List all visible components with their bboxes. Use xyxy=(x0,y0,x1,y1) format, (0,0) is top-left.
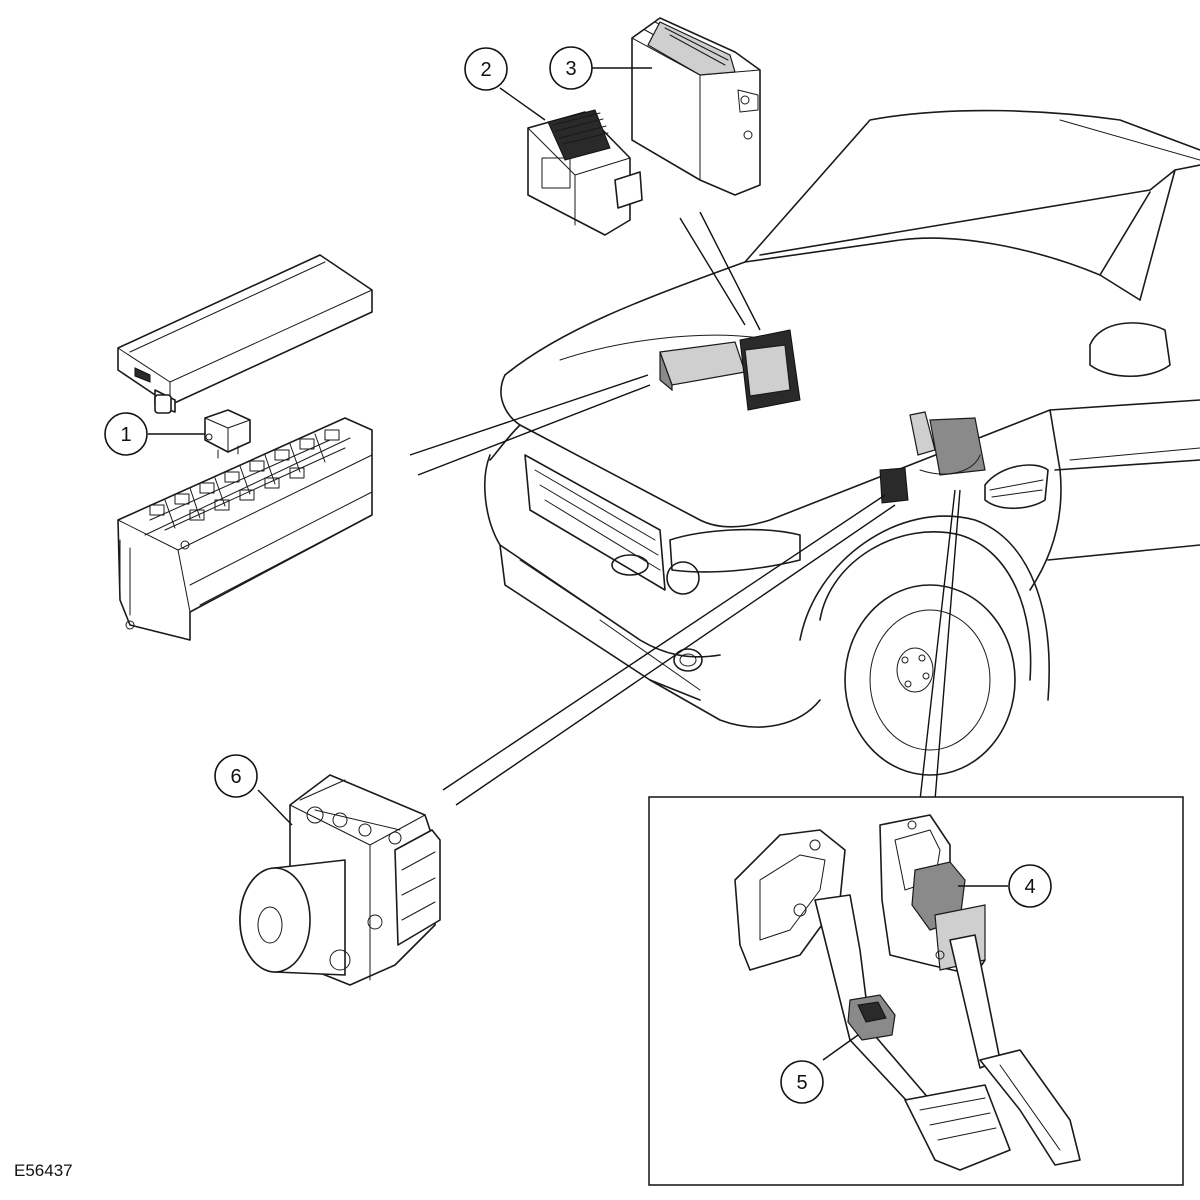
svg-text:3: 3 xyxy=(565,58,576,80)
fuse-box-illustration xyxy=(117,254,373,641)
callout-4: 4 xyxy=(1008,864,1052,908)
callout-2: 2 xyxy=(464,47,508,91)
hood-ecu-cluster xyxy=(659,329,801,411)
module-2-illustration xyxy=(527,109,643,236)
callout-6: 6 xyxy=(214,754,258,798)
figure-code: E56437 xyxy=(14,1161,73,1180)
accelerator-pedal-illustration xyxy=(879,814,1081,1166)
abs-modulator-illustration xyxy=(239,774,441,986)
callout-5: 5 xyxy=(780,1060,824,1104)
pedal-location-ghost xyxy=(879,411,986,504)
location-leaders xyxy=(409,211,961,806)
svg-text:5: 5 xyxy=(796,1072,807,1094)
pedal-inset-box xyxy=(648,796,1184,1186)
svg-text:6: 6 xyxy=(230,766,241,788)
callout-leaders xyxy=(148,67,1008,1061)
brake-pedal-illustration xyxy=(734,829,1011,1171)
callout-1: 1 xyxy=(104,412,148,456)
callout-3: 3 xyxy=(549,46,593,90)
vehicle-illustration xyxy=(484,109,1200,776)
svg-text:4: 4 xyxy=(1024,876,1035,898)
module-3-illustration xyxy=(631,17,761,196)
svg-text:2: 2 xyxy=(480,59,491,81)
svg-text:1: 1 xyxy=(120,424,131,446)
